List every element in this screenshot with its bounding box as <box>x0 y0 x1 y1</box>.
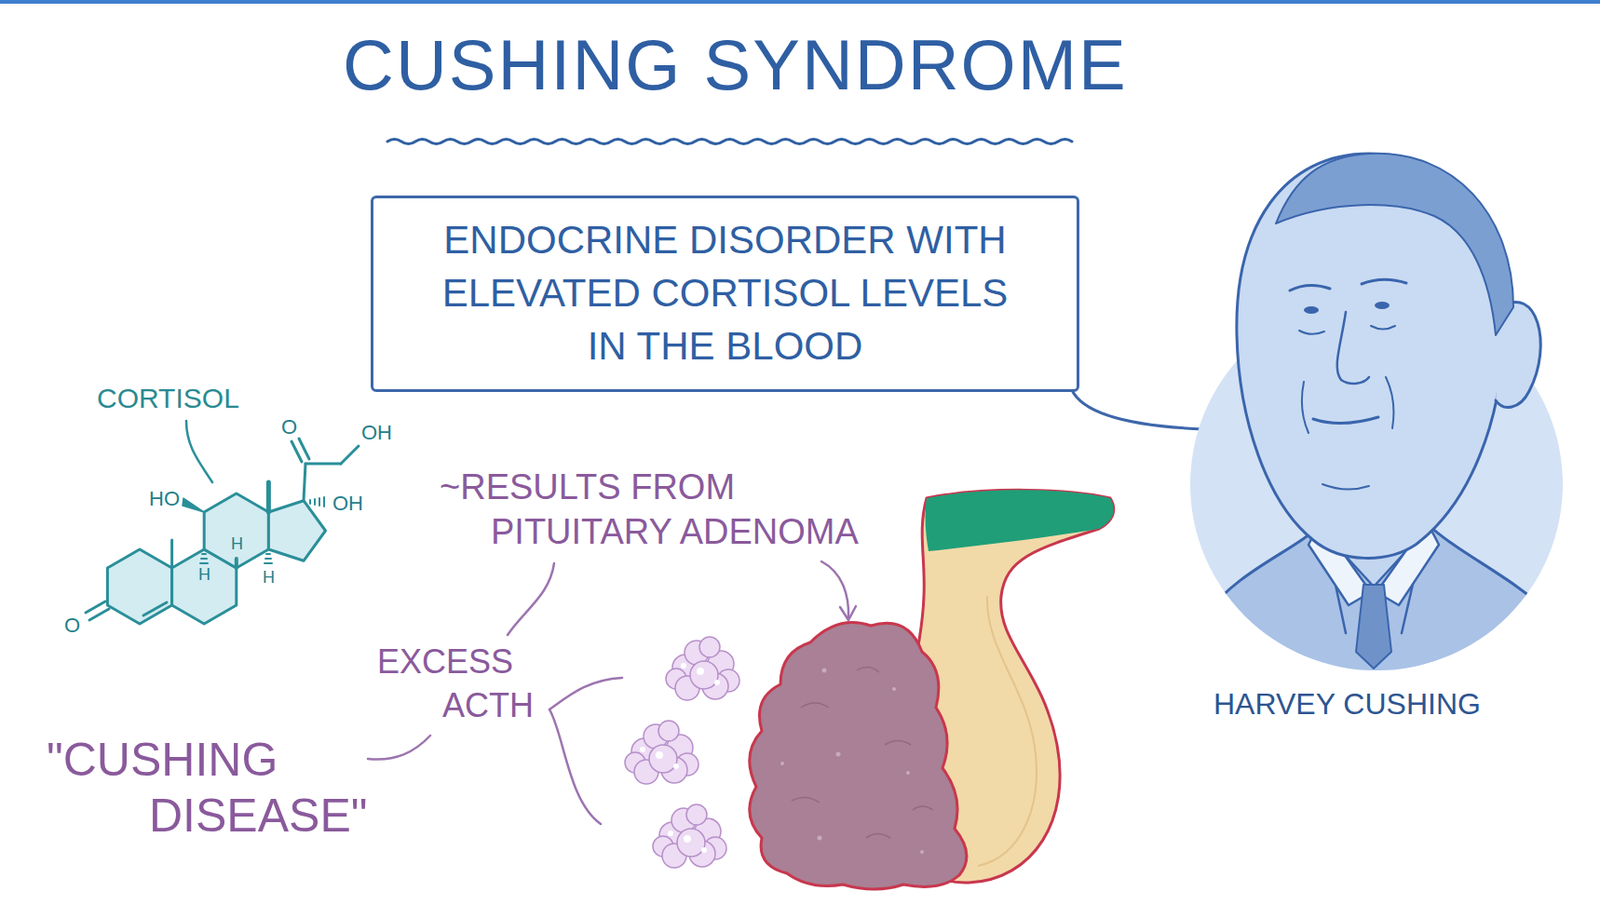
double-bond <box>143 602 167 616</box>
top-bar <box>0 0 1600 4</box>
ring-c <box>203 493 269 569</box>
eye <box>1303 306 1319 314</box>
adenoma <box>749 623 967 890</box>
acth-cluster <box>652 804 727 868</box>
side-chain <box>340 446 359 464</box>
gland-inner-line <box>977 596 1037 867</box>
bracket-line <box>549 677 623 710</box>
adenoma-speckles <box>780 668 924 855</box>
mouth <box>1313 417 1379 424</box>
ring-a <box>107 549 172 624</box>
cause-note: ~RESULTS FROM PITUITARY ADENOMA <box>439 465 878 555</box>
bubble-text: ENDOCRINE DISORDER WITH ELEVATED CORTISO… <box>429 214 1021 373</box>
hypothalamus-cut <box>925 489 1114 552</box>
hormone-label: EXCESS ACTH <box>377 640 555 729</box>
tie <box>1355 584 1392 669</box>
acth-cluster <box>665 637 740 701</box>
side-chain <box>305 462 341 466</box>
ketone-bond <box>89 609 109 621</box>
acth-cluster <box>624 720 699 785</box>
face-lines <box>1299 325 1396 490</box>
atom-label: H <box>198 565 211 586</box>
hashed-bond <box>200 497 325 564</box>
leader-line <box>186 420 213 483</box>
ring-d <box>268 501 326 562</box>
h-bond <box>234 558 239 569</box>
atom-label: H <box>262 568 275 589</box>
disease-name: "CUSHING DISEASE" <box>46 732 392 844</box>
title-underline <box>387 139 1072 145</box>
eye <box>1374 301 1390 310</box>
methyl-bond <box>170 540 174 569</box>
methyl-bond <box>266 482 272 513</box>
carbonyl-bond <box>298 438 310 460</box>
arrow-head <box>840 606 856 621</box>
molecule-name: CORTISOL <box>96 381 240 416</box>
speech-tail <box>1071 390 1205 430</box>
hair <box>1275 153 1514 336</box>
atom-label: O <box>281 415 298 440</box>
eyebrows <box>1289 279 1407 291</box>
person-name: HARVEY CUSHING <box>1213 686 1481 722</box>
nose <box>1337 311 1370 384</box>
ketone-bond <box>85 601 106 613</box>
leader-arrow <box>821 561 849 619</box>
adenoma-texture <box>791 666 934 839</box>
carbonyl-bond <box>291 441 302 462</box>
portrait <box>1190 153 1565 690</box>
title: CUSHING SYNDROME <box>342 22 1128 108</box>
cortisol-molecule <box>85 438 359 624</box>
atom-label: OH <box>332 491 364 516</box>
leader-line <box>507 563 555 636</box>
speech-bubble: ENDOCRINE DISORDER WITH ELEVATED CORTISO… <box>370 195 1080 393</box>
atom-label: OH <box>361 420 393 446</box>
atom-label: H <box>230 534 244 556</box>
leader-line <box>367 735 431 760</box>
atom-label: O <box>64 613 81 638</box>
atom-label: HO <box>149 487 180 512</box>
side-chain <box>303 463 306 502</box>
bracket-line <box>549 709 601 825</box>
wedge-bond <box>182 498 204 513</box>
